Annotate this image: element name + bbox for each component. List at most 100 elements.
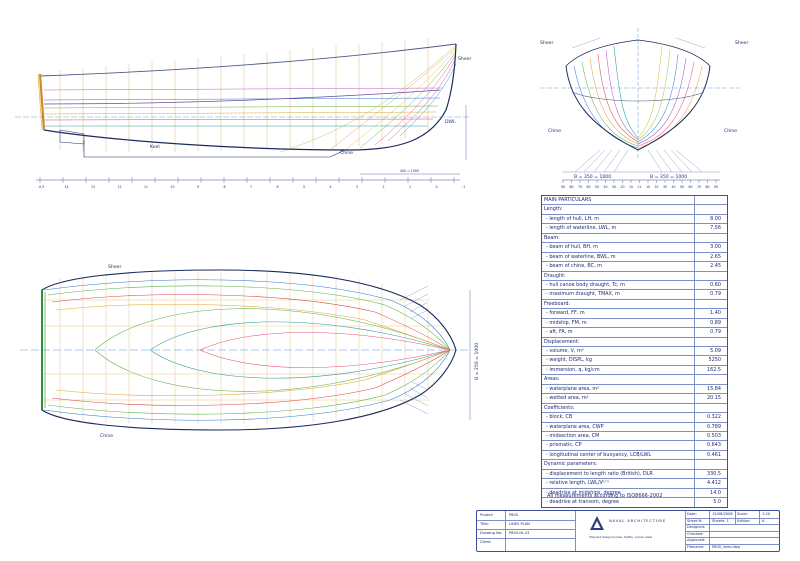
particulars-value: 0.79 [694,328,727,337]
particulars-value: 5250 [694,356,727,365]
particulars-value: 5.09 [694,347,727,356]
profile-station-label: 7 [250,185,252,189]
profile-keel-label: Keel [150,144,160,150]
measurement-footnote: All measurements according to ISO8666-20… [547,493,663,499]
particulars-label: - length of hull, LH, m [546,215,600,222]
particulars-label: - wetted area, m² [546,395,589,402]
particulars-value [694,271,727,280]
body-scale-label: 90 [561,185,565,189]
particulars-value [694,403,727,413]
project-label: Project: [480,513,494,517]
company-logo-icon [590,516,604,530]
particulars-label: Length: [544,206,563,213]
profile-lwl-label: DWL [445,119,456,125]
particulars-value: 20.15 [694,394,727,403]
profile-station-label: 1 [409,185,411,189]
particulars-row: - midsection area, CM 0.503 [542,431,727,442]
particulars-value: 0.79 [694,290,727,299]
particulars-value: 3.00 [694,243,727,252]
company-address: Shipyard design bureau, tel/fax, e-mail,… [589,535,653,539]
profile-station-label: 12 [118,185,122,189]
particulars-label: - beam of waterline, BWL, m [546,253,616,260]
particulars-label: - deadrise at transom, degree [546,499,620,505]
half-scale-note: B = 250 = 1000 [474,343,480,380]
particulars-value: 0.503 [694,431,727,441]
body-scale-label: 70 [697,185,701,189]
particulars-value: 0.789 [694,422,727,431]
particulars-label: MAIN PARTICULARS [544,197,592,203]
particulars-label: - waterplane area, CWP [546,423,604,430]
body-sheer-label-left: Sheer [540,40,553,46]
particulars-row: - beam of hull, BH, m 3.00 [542,243,727,253]
half-breadth-view: Sheer Chine B = 250 = 1000 [20,264,480,439]
profile-station-label: -0.5 [38,185,44,189]
drawing-value: P800-HL-01 [509,531,530,535]
particulars-value: 7.56 [694,224,727,233]
filename-value: P800_lines.dwg [712,544,740,549]
particulars-label: - midsection area, CM [546,432,600,439]
particulars-label: - prismatic, CP [546,442,582,449]
profile-station-label: 6 [277,185,279,189]
body-chine-label-left: Chine [548,128,561,134]
body-scale-label: 50 [595,185,599,189]
profile-station-label: 8 [224,185,226,189]
body-scale-label: 60 [689,185,693,189]
particulars-row: - displacement to length ratio (British)… [542,469,727,480]
profile-scale-note: 400 = 1000 [400,169,419,173]
sheet-label: Sheet N: [687,518,703,523]
particulars-label: - forward, FF, m [546,310,585,317]
particulars-label: - hull canoe body draught, Tc, m [546,281,625,288]
particulars-value: 0.89 [694,318,727,328]
particulars-label: - displacement to length ratio (British)… [546,470,653,477]
particulars-row: Dynamic parameters: [542,460,727,470]
particulars-row: - midship, FM, m 0.89 [542,318,727,329]
particulars-label: - relative length, LWL/V¹ᐟ³ [546,480,609,487]
edition-label: Edition: [737,518,751,523]
client-label: Client: [480,540,492,544]
particulars-value: 330.5 [694,469,727,479]
body-scale-label: CL [638,185,642,189]
edition-value: A [762,518,765,523]
particulars-label: - beam of hull, BH, m [546,244,598,251]
particulars-row: - waterplane area, CWP 0.789 [542,422,727,432]
body-chine-label-right: Chine [724,128,737,134]
date-value: 15/08/2008 [712,512,733,516]
checked-label: Checked: [687,531,704,536]
particulars-value: 5.0 [694,498,727,508]
filename-label: Filename: [687,544,705,549]
body-scale-label: 50 [680,185,684,189]
particulars-label: - beam of chine, BC, m [546,263,602,270]
profile-station-label: 2 [383,185,385,189]
scale-value: 1:20 [762,512,771,516]
particulars-value: 1.40 [694,309,727,318]
particulars-value [694,205,727,214]
particulars-label: - midship, FM, m [546,319,587,326]
particulars-row: - length of waterline, LWL, m 7.56 [542,224,727,234]
particulars-value: 2.65 [694,252,727,262]
particulars-label: Coefficients: [544,404,575,411]
title-label: Title: [480,522,489,526]
particulars-label: - maximum draught, TMAX, m [546,291,620,298]
title-value: LINES PLAN [509,522,530,526]
half-chine-label: Chine [100,433,113,439]
body-scale-label: 80 [706,185,710,189]
particulars-row: MAIN PARTICULARS [542,196,727,206]
date-label: Date: [687,512,697,516]
particulars-label: - length of waterline, LWL, m [546,225,617,232]
body-scale-label: 40 [604,185,608,189]
particulars-label: - waterplane area, m² [546,385,600,392]
particulars-row: - longitudinal center of buoyancy, LCB/L… [542,450,727,461]
body-scale-label: 60 [587,185,591,189]
particulars-value: 162.5 [694,365,727,375]
particulars-value: 0.322 [694,413,727,422]
particulars-value: 14.0 [694,488,727,497]
designed-label: Designed: [687,525,706,529]
